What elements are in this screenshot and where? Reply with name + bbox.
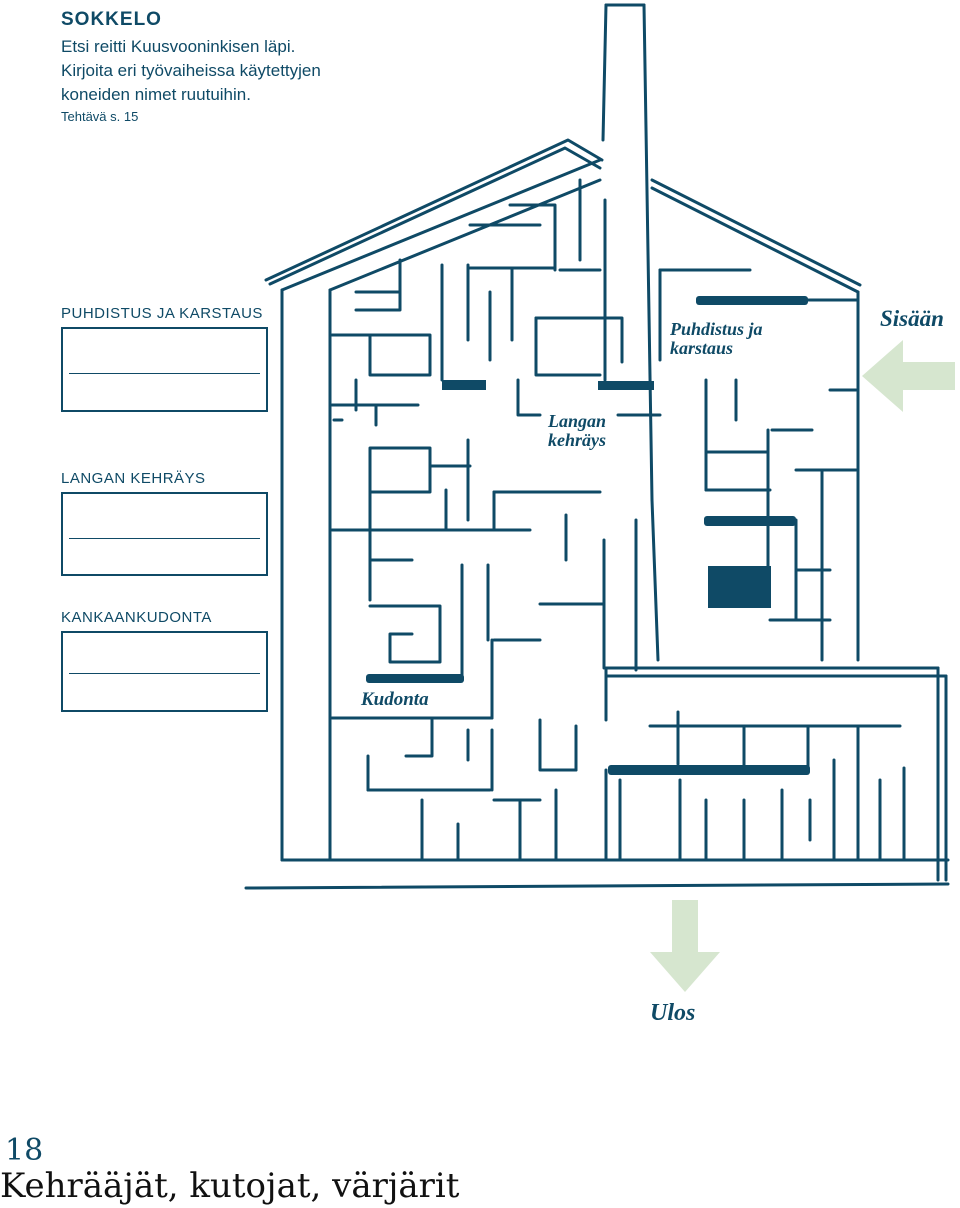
label-puhdistus-karstaus: PUHDISTUS JA KARSTAUS: [61, 305, 263, 322]
book-title: Kehrääjät, kutojat, värjärit: [0, 1166, 460, 1206]
machine-bar: [608, 765, 810, 775]
instruction-line-2: Kirjoita eri työvaiheissa käytettyjen: [61, 61, 321, 80]
page-number: 18: [5, 1133, 44, 1168]
machine-bar: [696, 296, 808, 305]
machine-blocks: [366, 296, 810, 775]
exit-label: Ulos: [650, 1000, 696, 1026]
task-reference: Tehtävä s. 15: [61, 109, 139, 124]
entry-label: Sisään: [880, 306, 944, 331]
machine-bar: [704, 516, 796, 526]
answer-line: [69, 538, 260, 539]
maze-label-puhdistus: Puhdistus ja karstaus: [670, 319, 763, 358]
machine-block: [708, 566, 771, 608]
answer-box-puhdistus[interactable]: [61, 327, 268, 412]
machine-bar: [366, 674, 464, 683]
answer-line: [69, 373, 260, 374]
instruction-line-1: Etsi reitti Kuusvooninkisen läpi.: [61, 37, 296, 56]
answer-box-kudonta[interactable]: [61, 631, 268, 712]
label-langan-kehrays: LANGAN KEHRÄYS: [61, 470, 206, 487]
maze-label-kudonta: Kudonta: [361, 689, 429, 710]
maze-walls: [244, 3, 950, 890]
page-title: SOKKELO: [61, 9, 162, 30]
instruction-line-3: koneiden nimet ruutuihin.: [61, 85, 251, 104]
answer-box-kehrays[interactable]: [61, 492, 268, 576]
machine-bar: [442, 380, 486, 390]
machine-bar: [598, 381, 654, 390]
exit-arrow-icon: [650, 900, 720, 992]
entry-arrow-icon: [862, 340, 955, 412]
label-kankaankudonta: KANKAANKUDONTA: [61, 609, 212, 626]
maze-label-kehrays: Langan kehräys: [548, 411, 607, 450]
answer-line: [69, 673, 260, 674]
